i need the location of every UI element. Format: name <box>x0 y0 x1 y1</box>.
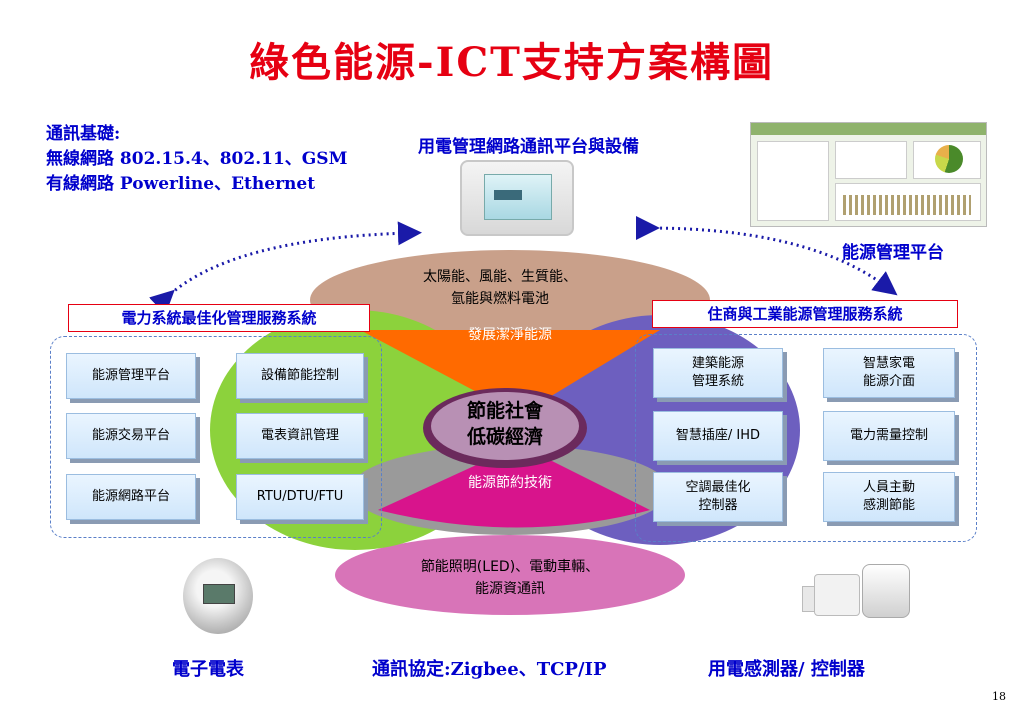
magenta-sector <box>378 445 650 528</box>
comm-basis: 通訊基礎: 無線網路 802.15.4、802.11、GSM 有線網路 Powe… <box>46 122 347 197</box>
left-button-group <box>50 336 382 538</box>
right-button-building-ems[interactable]: 建築能源 管理系統 <box>653 348 783 398</box>
right-button-group <box>635 334 977 542</box>
efficiency-tech-text: 節能照明(LED)、電動車輛、 能源資通訊 <box>420 559 600 597</box>
left-button-energy-platform[interactable]: 能源管理平台 <box>66 353 196 399</box>
clean-energy-label: 發展潔淨能源 <box>468 327 552 343</box>
page-title: 綠色能源-ICT支持方案構圖 <box>249 39 774 86</box>
display-device-icon <box>460 160 574 236</box>
left-system-title: 電力系統最佳化管理服務系統 <box>68 304 370 332</box>
left-button-rtu[interactable]: RTU/DTU/FTU <box>236 474 364 520</box>
sensor-devices-icon <box>800 560 915 620</box>
right-button-smart-appliance[interactable]: 智慧家電 能源介面 <box>823 348 955 398</box>
bottom-pink-ellipse <box>335 535 685 615</box>
right-system-title: 住商與工業能源管理服務系統 <box>652 300 958 328</box>
meter-label: 電子電表 <box>172 659 244 680</box>
orange-sector <box>360 330 660 415</box>
left-button-equipment-control[interactable]: 設備節能控制 <box>236 353 364 399</box>
energy-saving-label: 能源節約技術 <box>468 475 552 491</box>
core-label: 節能社會 低碳經濟 <box>466 400 543 448</box>
dashboard-screenshot-icon <box>750 122 987 227</box>
electric-meter-icon <box>183 558 253 634</box>
comm-basis-label: 通訊基礎: <box>46 124 121 144</box>
renewable-energy-text: 太陽能、風能、生質能、 氫能與燃料電池 <box>423 269 577 307</box>
comm-wireless: 無線網路 802.15.4、802.11、GSM <box>46 149 348 169</box>
core-disk <box>431 392 579 460</box>
protocol-label: 通訊協定:Zigbee、TCP/IP <box>372 659 607 680</box>
left-button-energy-network[interactable]: 能源網路平台 <box>66 474 196 520</box>
right-button-demand-control[interactable]: 電力需量控制 <box>823 411 955 461</box>
comm-wired: 有線網路 Powerline、Ethernet <box>46 174 316 194</box>
left-button-energy-trading[interactable]: 能源交易平台 <box>66 413 196 459</box>
sensor-label: 用電感測器/ 控制器 <box>708 659 865 680</box>
page-number: 18 <box>992 690 1006 703</box>
network-platform-label: 用電管理網路通訊平台與設備 <box>418 137 639 157</box>
right-button-smart-plug[interactable]: 智慧插座/ IHD <box>653 411 783 461</box>
right-button-occupancy[interactable]: 人員主動 感測節能 <box>823 472 955 522</box>
left-button-meter-info[interactable]: 電表資訊管理 <box>236 413 364 459</box>
right-button-hvac[interactable]: 空調最佳化 控制器 <box>653 472 783 522</box>
